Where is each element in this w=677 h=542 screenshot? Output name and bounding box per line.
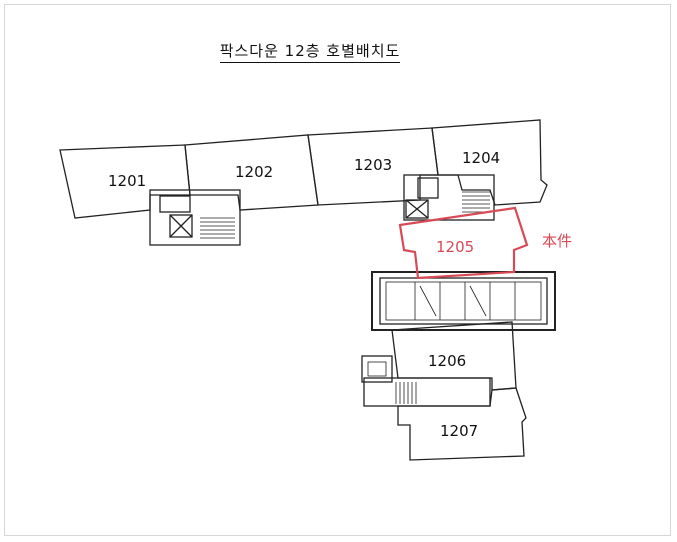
diagram-frame [4,4,671,536]
page-title: 팍스다운 12층 호별배치도 [0,40,620,63]
unit-label-1203: 1203 [354,156,392,174]
unit-label-1204: 1204 [462,149,500,167]
core-middle [403,174,495,221]
unit-label-1201: 1201 [108,172,146,190]
unit-label-1202: 1202 [235,163,273,181]
unit-label-1206: 1206 [428,352,466,370]
atrium [371,271,556,331]
unit-1207-outline [397,387,527,461]
core-left [149,189,241,246]
unit-label-1207: 1207 [440,422,478,440]
unit-label-1205: 1205 [436,238,474,256]
highlight-note: 本件 [542,232,572,250]
unit-1205-outline [398,206,529,280]
